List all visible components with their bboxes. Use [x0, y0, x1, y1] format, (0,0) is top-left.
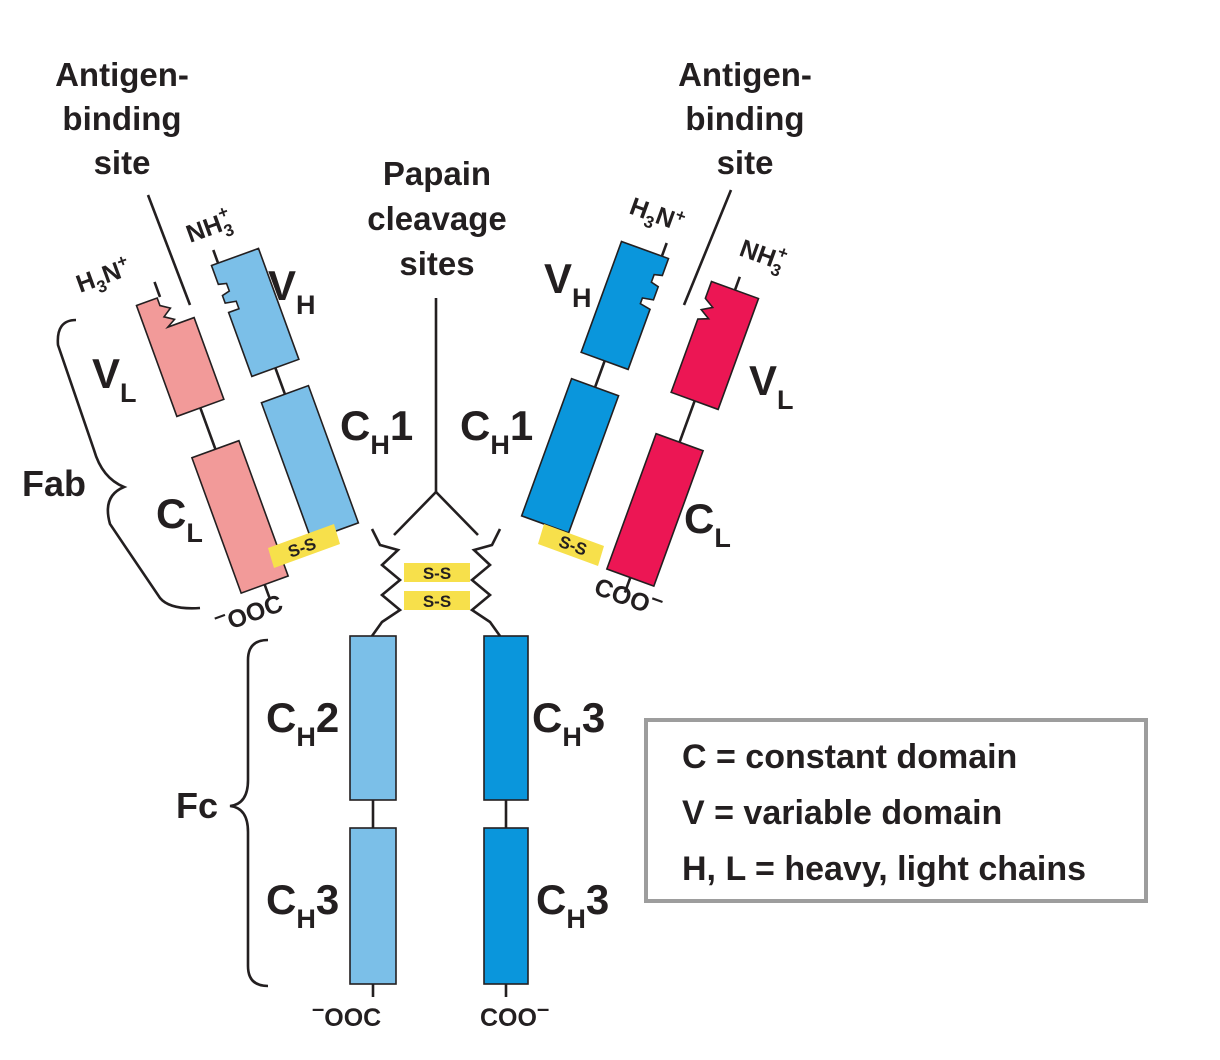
antigen-right-line3: site [717, 144, 774, 181]
antigen-site-pointer-right [682, 189, 733, 306]
fab-brace [56, 318, 201, 610]
antigen-right-line1: Antigen- [678, 56, 812, 93]
right-light-c-stub [623, 577, 632, 594]
right-vl-label: VL [749, 357, 794, 415]
right-light-linker [678, 400, 696, 443]
legend-constant-domain: C = constant domain [682, 738, 1018, 776]
left-cl-label: CL [156, 490, 203, 548]
left-ch2-label: CH2 [266, 694, 339, 752]
papain-line1: Papain [383, 155, 491, 192]
left-heavy-n-stub [212, 249, 220, 264]
fab-label: Fab [22, 463, 86, 504]
right-ch2-domain [483, 635, 529, 801]
left-vh-label: VH [268, 262, 316, 320]
hinge-ss-bar-lower [404, 591, 470, 610]
hinge-ss-label-lower: S-S [423, 592, 451, 611]
fc-brace [229, 638, 269, 988]
hinge-ss-bar-upper [404, 563, 470, 582]
right-heavy-chain-fab [520, 240, 670, 534]
left-vl-domain [135, 297, 225, 418]
hinge-disulfide-upper: S-S [404, 563, 470, 583]
antigen-left-line2: binding [62, 100, 181, 137]
right-fab-ss-bar [538, 524, 604, 566]
left-vl-label: VL [92, 350, 137, 408]
right-ch2-position-label: CH3 [532, 694, 605, 752]
left-hinge [370, 528, 403, 637]
right-hinge [469, 528, 502, 637]
left-cl-domain [190, 439, 290, 595]
left-light-chain [135, 281, 290, 601]
papain-pointer-fork [393, 490, 479, 536]
right-heavy-n-stub [660, 242, 668, 257]
antigen-right-line2: binding [685, 100, 804, 137]
left-heavy-c-terminus: –OOC [312, 996, 381, 1032]
antigen-site-pointer-left [146, 194, 192, 306]
papain-line3: sites [399, 245, 474, 282]
fc-label: Fc [176, 785, 218, 826]
right-light-n-terminus: NH3+ [734, 230, 791, 282]
papain-cleavage-label: Papain cleavage sites [367, 155, 506, 282]
right-heavy-linker [593, 360, 606, 388]
left-light-n-terminus: H3N+ [71, 250, 136, 303]
right-light-heavy-disulfide: S-S [538, 524, 604, 566]
left-light-linker [199, 407, 217, 450]
hinge-disulfide-lower: S-S [404, 591, 470, 611]
right-vh-label: VH [544, 255, 592, 313]
right-light-n-stub [733, 276, 742, 291]
antigen-left-line1: Antigen- [55, 56, 189, 93]
right-vh-domain [580, 240, 670, 371]
right-cl-label: CL [684, 495, 731, 553]
left-light-n-stub [153, 281, 162, 298]
left-light-c-stub [263, 584, 272, 601]
right-heavy-n-terminus: H3N+ [624, 190, 689, 243]
left-ch2-domain [349, 635, 397, 801]
left-vh-domain [210, 247, 300, 378]
legend-box: C = constant domain V = variable domain … [644, 718, 1148, 903]
right-heavy-c-terminus: COO– [480, 996, 549, 1032]
left-fab-ss-bar [268, 524, 340, 568]
right-ch1-label: CH1 [460, 402, 533, 460]
legend-variable-domain: V = variable domain [682, 794, 1003, 832]
right-ch3-label: CH3 [536, 876, 609, 934]
left-ch3-domain [349, 827, 397, 985]
antigen-left-line3: site [94, 144, 151, 181]
left-ch1-label: CH1 [340, 402, 413, 460]
right-ch1-domain [520, 377, 620, 534]
left-heavy-linker [274, 367, 287, 395]
left-light-heavy-disulfide: S-S [268, 524, 340, 568]
legend-heavy-light-chains: H, L = heavy, light chains [682, 850, 1087, 888]
right-vl-domain [670, 280, 760, 411]
right-light-chain [605, 276, 760, 594]
left-heavy-n-terminus: NH3+ [181, 202, 238, 254]
right-ch3-domain [483, 827, 529, 985]
antigen-binding-site-label-left: Antigen- binding site [55, 56, 189, 181]
papain-line2: cleavage [367, 200, 506, 237]
antigen-binding-site-label-right: Antigen- binding site [678, 56, 812, 181]
left-ch3-label: CH3 [266, 876, 339, 934]
hinge-ss-label-upper: S-S [423, 564, 451, 583]
